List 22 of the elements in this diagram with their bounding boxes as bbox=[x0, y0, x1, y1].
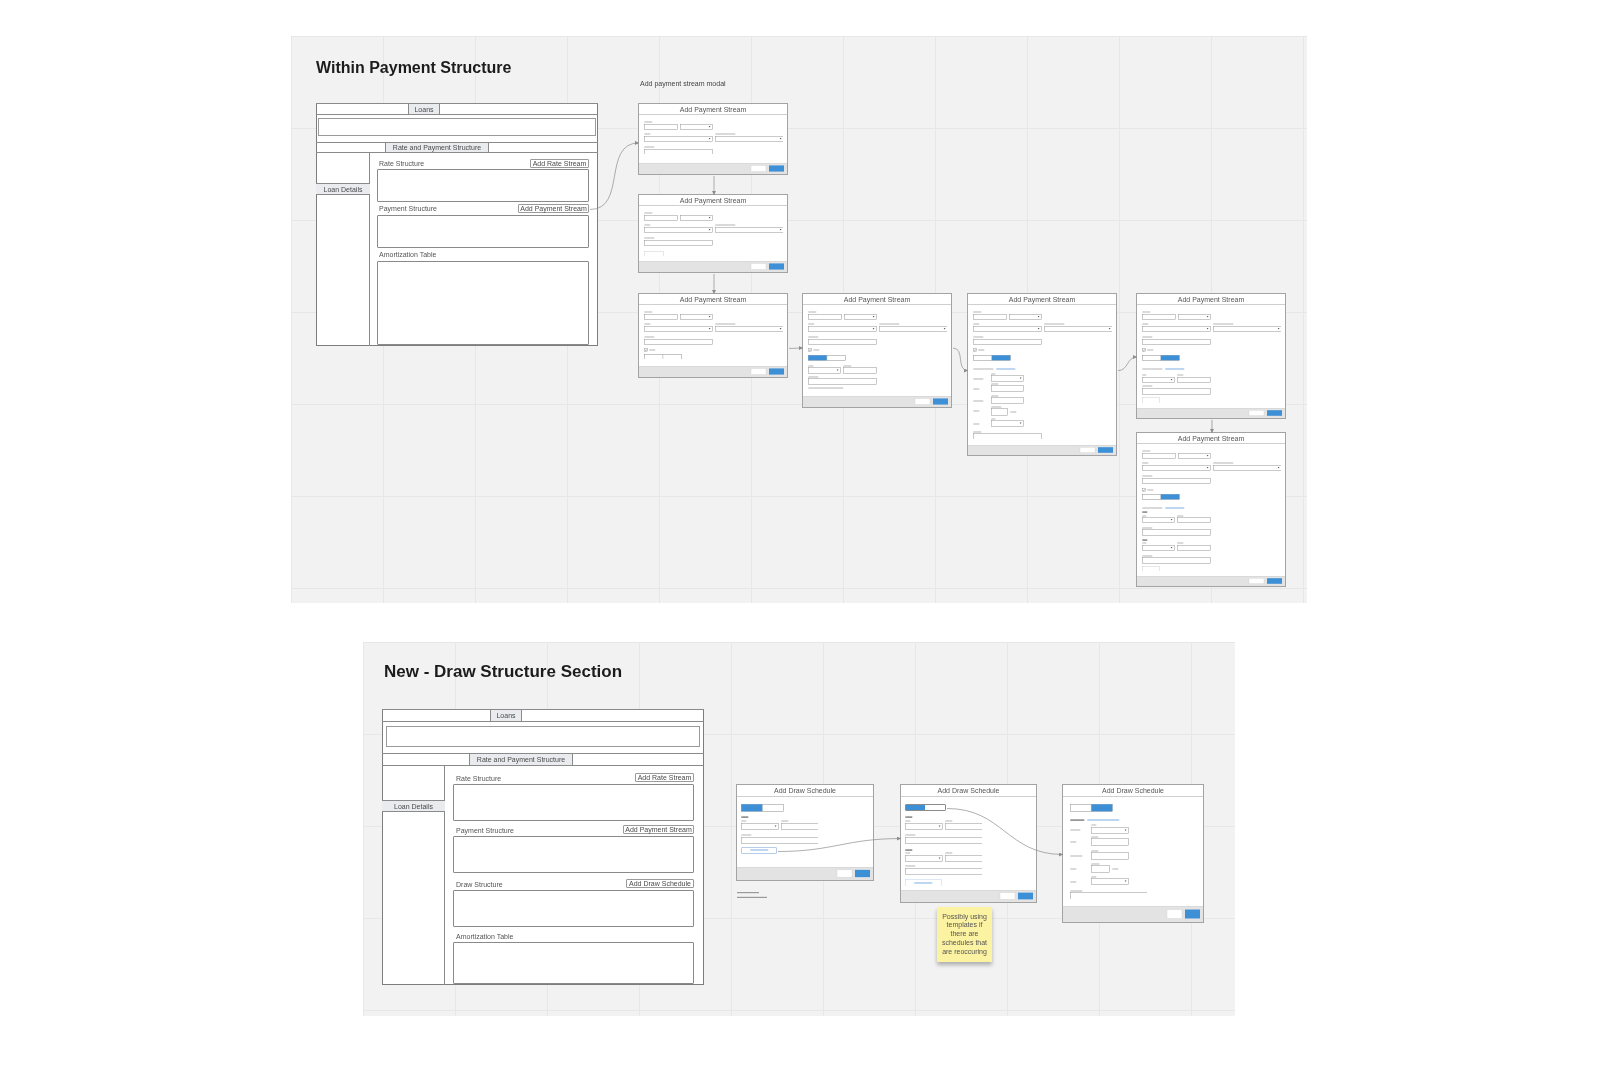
canvas-section bbox=[363, 642, 1235, 1016]
modal-window bbox=[638, 103, 788, 175]
content-area bbox=[377, 261, 589, 345]
section-title: Within Payment Structure bbox=[316, 60, 512, 76]
content-area bbox=[453, 942, 694, 984]
content-area bbox=[377, 215, 589, 248]
segmented-toggle bbox=[905, 804, 946, 811]
outline-button bbox=[741, 847, 777, 854]
section-title: New - Draw Structure Section bbox=[384, 663, 623, 680]
modal-window bbox=[900, 784, 1037, 903]
page-wireframe bbox=[316, 103, 598, 346]
canvas-section bbox=[291, 36, 1307, 603]
content-area bbox=[453, 890, 694, 927]
modal-window bbox=[638, 194, 788, 273]
modal-window bbox=[802, 293, 952, 408]
content-area bbox=[453, 784, 694, 821]
content-area bbox=[453, 836, 694, 873]
modal-window bbox=[736, 784, 874, 881]
modal-window bbox=[638, 293, 788, 378]
page-wireframe bbox=[382, 709, 704, 985]
modal-window bbox=[1062, 784, 1204, 923]
content-area bbox=[377, 169, 589, 202]
